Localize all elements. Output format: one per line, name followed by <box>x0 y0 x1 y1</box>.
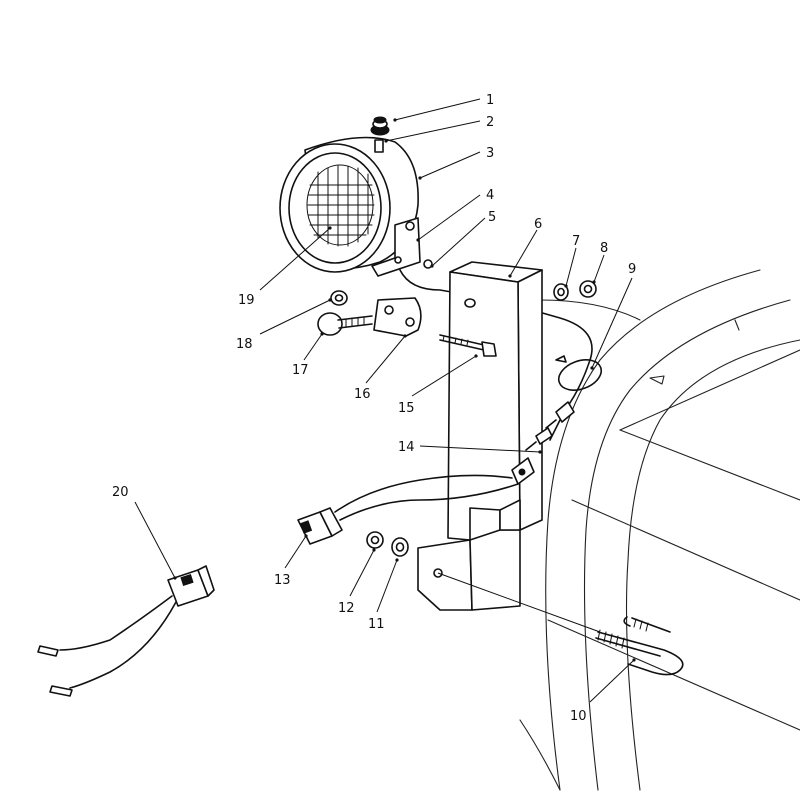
lens-grid <box>307 165 375 247</box>
washer-7 <box>553 283 569 301</box>
callout-15: 15 <box>398 401 415 416</box>
callout-16: 16 <box>354 387 371 402</box>
callout-18: 18 <box>236 337 253 352</box>
u-bolt-guide-line <box>437 572 601 633</box>
cab-frame-outline <box>519 269 800 791</box>
mounting-bracket-pole <box>417 261 543 611</box>
callout-8: 8 <box>600 241 608 256</box>
callout-13: 13 <box>274 573 291 588</box>
callout-14: 14 <box>398 440 415 455</box>
callout-19: 19 <box>238 293 255 308</box>
leader-lines <box>134 98 636 703</box>
bolt-15 <box>439 334 497 357</box>
callout-2: 2 <box>486 115 494 130</box>
washer-11 <box>391 537 409 557</box>
callout-1: 1 <box>486 93 494 108</box>
harness-cable-2 <box>339 483 519 521</box>
callout-9: 9 <box>628 262 636 277</box>
callout-7: 7 <box>572 234 580 249</box>
callout-6: 6 <box>534 217 542 232</box>
work-light-assembly <box>279 116 433 277</box>
harness-cable <box>334 474 513 513</box>
nut-8 <box>579 280 597 298</box>
inline-fuse-14 <box>511 401 575 485</box>
u-bolt-10 <box>595 616 684 676</box>
callout-3: 3 <box>486 146 494 161</box>
carriage-bolt-17 <box>317 312 373 336</box>
callout-labels: 1 2 3 4 5 6 7 8 9 10 11 12 13 14 15 16 1… <box>112 93 636 724</box>
callout-11: 11 <box>368 617 385 632</box>
nut-12 <box>366 531 384 549</box>
callout-17: 17 <box>292 363 309 378</box>
callout-5: 5 <box>488 210 496 225</box>
switch-20 <box>37 565 215 697</box>
callout-20: 20 <box>112 485 129 500</box>
small-bracket <box>373 297 422 337</box>
callout-10: 10 <box>570 709 587 724</box>
callout-12: 12 <box>338 601 355 616</box>
callout-4: 4 <box>486 188 494 203</box>
nut-18 <box>330 290 348 306</box>
cable-tie-9 <box>555 355 603 391</box>
